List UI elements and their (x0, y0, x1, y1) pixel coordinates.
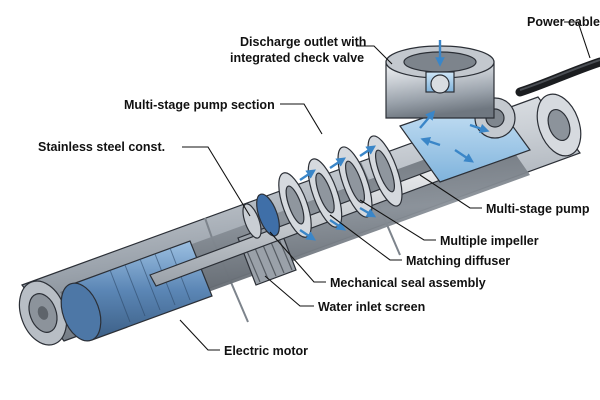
label-discharge-outlet-line2: integrated check valve (230, 51, 364, 65)
impeller-stack (278, 135, 403, 238)
flow-arrows (299, 40, 490, 241)
label-water-inlet: Water inlet screen (318, 300, 425, 314)
label-discharge-outlet-line1: Discharge outlet with (240, 35, 366, 49)
labels: Power cable Discharge outlet with integr… (38, 15, 600, 358)
power-cable (515, 57, 600, 97)
leader-lines (179, 21, 591, 351)
label-multi-stage-section: Multi-stage pump section (124, 98, 275, 112)
label-power-cable: Power cable (527, 15, 600, 29)
label-stainless-steel: Stainless steel const. (38, 140, 165, 154)
label-multi-stage-pump: Multi-stage pump (486, 202, 590, 216)
label-multiple-impeller: Multiple impeller (440, 234, 539, 248)
label-matching-diffuser: Matching diffuser (406, 254, 510, 268)
label-electric-motor: Electric motor (224, 344, 308, 358)
label-mechanical-seal: Mechanical seal assembly (330, 276, 486, 290)
